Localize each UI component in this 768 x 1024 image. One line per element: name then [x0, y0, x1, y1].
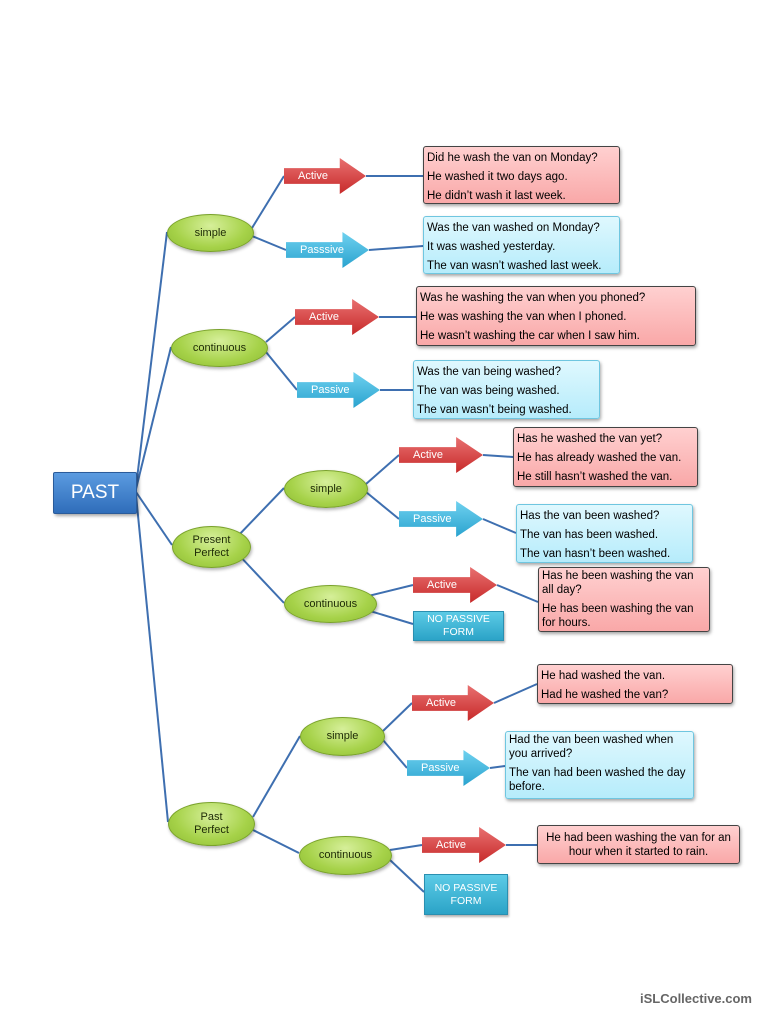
example-line: The van wasn’t being washed. — [417, 404, 572, 416]
present-perfect-node: Present Perfect — [172, 526, 251, 568]
no-passive-label: NO PASSIVE FORM — [427, 613, 490, 638]
arrow-label: Passsive — [300, 244, 345, 256]
past-continuous-node: continuous — [171, 329, 268, 367]
example-line: He was washing the van when I phoned. — [420, 311, 627, 323]
pastp-continuous-label: continuous — [318, 849, 373, 861]
arrow-label: Active — [298, 170, 328, 182]
example-line: The van hasn’t been washed. — [520, 548, 671, 560]
example-line: Has the van been washed? — [520, 510, 660, 522]
pp-continuous-no-passive: NO PASSIVE FORM — [413, 611, 504, 641]
past-simple-passive-examples: Was the van washed on Monday? It was was… — [423, 216, 620, 274]
example-line: The van had been washed the day before. — [509, 767, 686, 793]
arrow-label: Active — [413, 449, 443, 461]
example-line: He had washed the van. — [541, 670, 666, 682]
example-line: Was the van being washed? — [417, 366, 562, 378]
example-line: The van was being washed. — [417, 385, 560, 397]
pp-continuous-label: continuous — [303, 597, 358, 610]
pp-simple-label: simple — [310, 482, 342, 495]
example-line: Was the van washed on Monday? — [427, 222, 600, 234]
arrow-label: Passive — [311, 384, 350, 396]
example-line: He washed it two days ago. — [427, 171, 568, 183]
present-perfect-label: Present Perfect — [192, 534, 231, 559]
pastp-continuous-no-passive: NO PASSIVE FORM — [424, 874, 508, 915]
pp-continuous-active-examples: Has he been washing the van all day? He … — [538, 567, 710, 632]
arrow-label: Active — [427, 579, 457, 591]
example-line: He had been washing the van for an hour … — [546, 832, 731, 858]
example-line: The van wasn’t washed last week. — [427, 260, 602, 272]
arrow-label: Active — [309, 311, 339, 323]
example-line: He wasn’t washing the car when I saw him… — [420, 330, 640, 342]
past-perfect-node: Past Perfect — [168, 802, 255, 846]
example-line: He didn’t wash it last week. — [427, 190, 566, 202]
example-line: Had the van been washed when you arrived… — [509, 734, 674, 760]
pastp-simple-active-examples: He had washed the van. Had he washed the… — [537, 664, 733, 704]
past-simple-label: simple — [194, 226, 227, 239]
example-line: Has he been washing the van all day? — [542, 570, 694, 596]
arrow-label: Passive — [413, 513, 452, 525]
pastp-continuous-node: continuous — [299, 836, 392, 875]
past-continuous-active-examples: Was he washing the van when you phoned? … — [416, 286, 696, 346]
pp-simple-passive-examples: Has the van been washed? The van has bee… — [516, 504, 693, 563]
example-line: He has been washing the van for hours. — [542, 603, 694, 629]
pastp-simple-label: simple — [326, 730, 359, 742]
past-root-label: PAST — [70, 482, 120, 503]
site-watermark: iSLCollective.com — [640, 991, 752, 1006]
arrow-label: Active — [436, 839, 466, 851]
past-simple-active-examples: Did he wash the van on Monday? He washed… — [423, 146, 620, 204]
pp-simple-active-examples: Has he washed the van yet? He has alread… — [513, 427, 698, 487]
past-perfect-label: Past Perfect — [194, 811, 229, 836]
past-simple-node: simple — [167, 214, 254, 252]
example-line: Had he washed the van? — [541, 689, 669, 701]
example-line: The van has been washed. — [520, 529, 659, 541]
arrow-label: Active — [426, 697, 456, 709]
pp-continuous-node: continuous — [284, 585, 377, 623]
example-line: It was washed yesterday. — [427, 241, 556, 253]
past-continuous-label: continuous — [192, 341, 247, 354]
past-continuous-passive-examples: Was the van being washed? The van was be… — [413, 360, 600, 419]
example-line: He has already washed the van. — [517, 452, 682, 464]
no-passive-label: NO PASSIVE FORM — [434, 881, 498, 907]
arrow-label: Passive — [421, 762, 460, 774]
example-line: Did he wash the van on Monday? — [427, 152, 598, 164]
example-line: Has he washed the van yet? — [517, 433, 663, 445]
example-line: Was he washing the van when you phoned? — [420, 292, 646, 304]
pastp-simple-node: simple — [300, 717, 385, 756]
pastp-simple-passive-examples: Had the van been washed when you arrived… — [505, 731, 694, 799]
pastp-continuous-active-examples: He had been washing the van for an hour … — [537, 825, 740, 864]
pp-simple-node: simple — [284, 470, 368, 508]
example-line: He still hasn’t washed the van. — [517, 471, 673, 483]
past-root-node: PAST — [53, 472, 137, 514]
